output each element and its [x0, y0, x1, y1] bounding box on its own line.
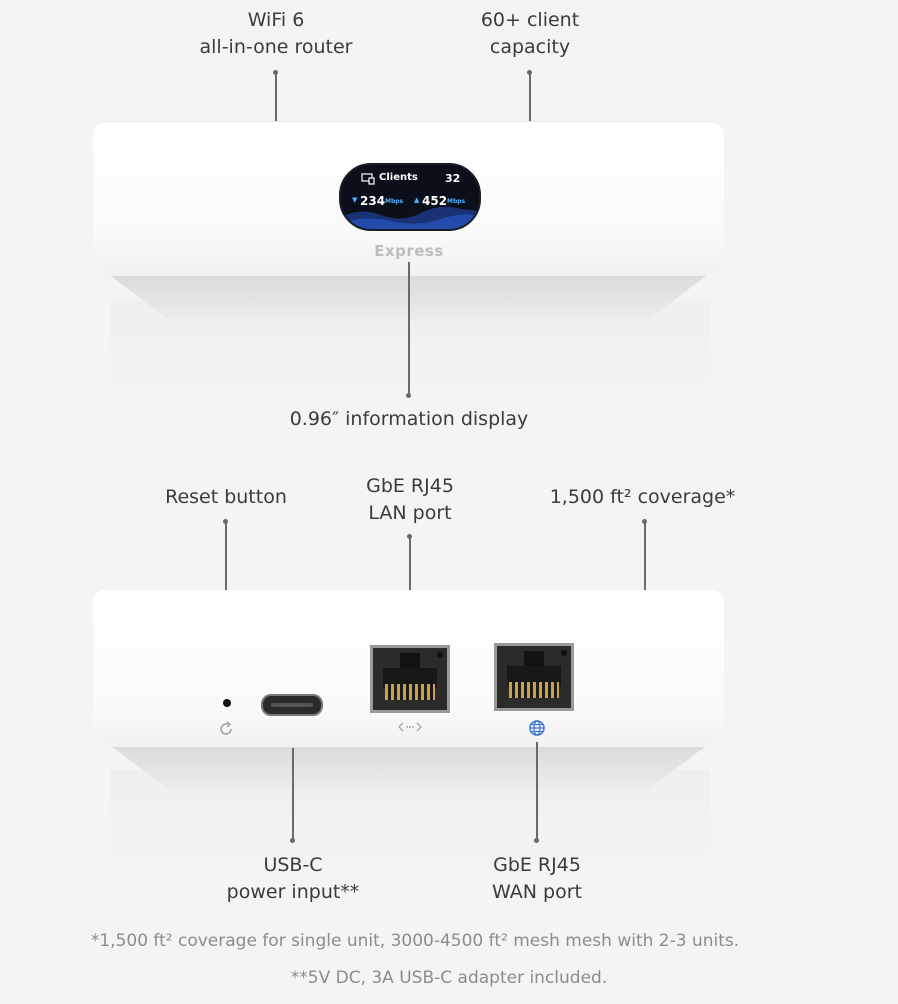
wifi-leader-line: [275, 71, 277, 122]
coverage-leader-line: [644, 521, 646, 590]
wan-callout-line2: WAN port: [492, 881, 582, 903]
globe-icon: [529, 720, 545, 736]
download-unit: Mbps: [385, 198, 404, 205]
display-callout: 0.96″ information display: [289, 408, 529, 430]
usbc-callout: USB-C power input**: [193, 852, 393, 906]
lan-port[interactable]: [370, 645, 450, 713]
wan-leader-dot: [534, 838, 539, 843]
lan-callout: GbE RJ45 LAN port: [310, 473, 510, 527]
upload-value: 452: [422, 194, 448, 208]
clients-icon: [361, 173, 375, 185]
upload-arrow-icon: ▲: [414, 196, 420, 204]
coverage-callout: 1,500 ft² coverage*: [549, 486, 736, 508]
reset-callout: Reset button: [165, 486, 287, 508]
wifi-callout-line1: WiFi 6: [247, 9, 305, 31]
bottom-device-base: [103, 740, 714, 790]
download-value: 234: [360, 194, 386, 208]
capacity-callout-line2: capacity: [489, 36, 571, 58]
wan-callout-line1: GbE RJ45: [493, 854, 581, 876]
display-leader-line: [408, 262, 410, 395]
wan-callout: GbE RJ45 WAN port: [437, 852, 637, 906]
usbc-leader-dot: [290, 838, 295, 843]
capacity-callout-line1: 60+ client: [480, 9, 580, 31]
reset-icon: [220, 721, 232, 735]
adapter-footnote: **5V DC, 3A USB-C adapter included.: [290, 968, 608, 988]
upload-unit: Mbps: [447, 198, 466, 205]
capacity-leader-dot: [527, 70, 532, 75]
clients-count: 32: [445, 172, 461, 185]
display-leader-dot: [406, 393, 411, 398]
wifi-callout: WiFi 6 all-in-one router: [176, 7, 376, 61]
usb-c-port[interactable]: [261, 694, 323, 716]
wifi-callout-line2: all-in-one router: [199, 36, 353, 58]
lan-callout-line2: LAN port: [368, 502, 452, 524]
brand-label: Express: [374, 242, 444, 260]
coverage-footnote: *1,500 ft² coverage for single unit, 300…: [90, 931, 740, 951]
capacity-leader-line: [529, 71, 531, 122]
information-display: Clients 32 ▼ 234 Mbps ▲ 452 Mbps: [339, 163, 481, 231]
clients-label: Clients: [379, 172, 418, 183]
wan-leader-line: [536, 742, 538, 840]
capacity-callout: 60+ client capacity: [430, 7, 630, 61]
usbc-callout-line1: USB-C: [263, 854, 323, 876]
lan-callout-line1: GbE RJ45: [366, 475, 454, 497]
download-arrow-icon: ▼: [352, 196, 358, 204]
lan-arrows-icon: [398, 722, 422, 732]
reset-button[interactable]: [223, 699, 231, 707]
usbc-callout-line2: power input**: [226, 881, 360, 903]
display-wave-graphic: [341, 206, 479, 229]
usbc-leader-line: [292, 748, 294, 840]
wifi-leader-dot: [273, 70, 278, 75]
wan-port[interactable]: [494, 643, 574, 711]
